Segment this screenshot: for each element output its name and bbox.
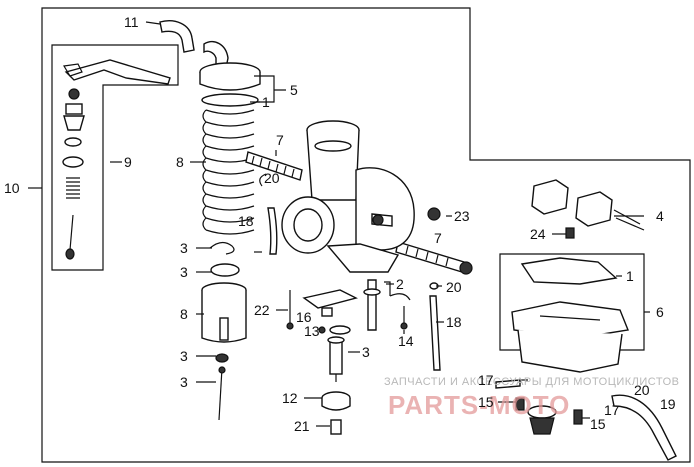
callout-13: 13 (304, 323, 320, 339)
callout-18-left: 18 (238, 213, 254, 229)
callout-17-lower: 17 (604, 402, 620, 418)
callout-9: 9 (124, 154, 132, 170)
part-12-jet-holder (321, 391, 351, 411)
group-9-bracket (51, 44, 179, 271)
callout-3-needle-clip: 3 (180, 348, 188, 364)
callout-1-gasket: 1 (626, 268, 634, 284)
part-1-gasket (520, 257, 618, 285)
part-14-screw (400, 306, 408, 330)
callout-21: 21 (294, 418, 310, 434)
callout-15-left: 15 (478, 394, 494, 410)
callout-4: 4 (656, 208, 664, 224)
callout-12: 12 (282, 390, 298, 406)
callout-20-lower: 20 (446, 279, 462, 295)
part-20-washer-upper (259, 173, 267, 187)
part-21-main-jet (330, 419, 342, 435)
callout-3-needle: 3 (180, 374, 188, 390)
callout-20-upper: 20 (264, 170, 280, 186)
part-19-drain-hose (611, 394, 677, 461)
part-17-drain-screw (495, 379, 521, 389)
part-4-caps (531, 179, 645, 231)
callout-2: 2 (396, 276, 404, 292)
part-24-plug (565, 227, 575, 239)
part-22-float-pin (286, 290, 294, 330)
part-6-float-bowl (511, 301, 629, 373)
callout-7-upper: 7 (276, 132, 284, 148)
callout-5: 5 (290, 82, 298, 98)
callout-23: 23 (454, 208, 470, 224)
callout-10: 10 (4, 180, 20, 196)
callout-18-right: 18 (446, 314, 462, 330)
callout-7-lower: 7 (434, 230, 442, 246)
callout-22: 22 (254, 302, 270, 318)
part-15-screw-right (573, 409, 583, 425)
callout-14: 14 (398, 333, 414, 349)
callout-11: 11 (124, 14, 139, 30)
callout-19: 19 (660, 396, 676, 412)
part-9-throttle-lever (62, 59, 171, 260)
part-13-washer (318, 325, 351, 335)
callout-17-upper: 17 (478, 372, 494, 388)
callout-8-spring: 8 (176, 154, 184, 170)
part-18-hose-right (429, 295, 441, 371)
part-23-screw (427, 207, 441, 221)
watermark-big-text: PARTS-MOTO (388, 390, 570, 420)
part-5-cap-elbow (199, 40, 261, 107)
part-8-throttle-slide (201, 282, 247, 343)
callout-3-jet: 3 (362, 344, 370, 360)
callout-3-clip: 3 (180, 240, 188, 256)
watermark-small-text: ЗАПЧАСТИ И АКСЕССУАРЫ ДЛЯ МОТОЦИКЛИСТОВ (384, 376, 680, 388)
frame-outline (41, 7, 691, 463)
callout-1-top: 1 (262, 94, 270, 110)
callout-15-right: 15 (590, 416, 606, 432)
part-15-screw-left (515, 397, 525, 411)
part-8-throttle-spring (202, 109, 255, 235)
part-16-float-arm (302, 289, 358, 317)
callout-8-slide: 8 (180, 306, 188, 322)
part-11-hose (159, 20, 195, 53)
group-6-bracket (499, 253, 645, 351)
callout-3-washer: 3 (180, 264, 188, 280)
part-2-needle-valve (363, 279, 391, 331)
callout-20-right: 20 (634, 382, 650, 398)
part-3-clip-upper (209, 241, 240, 277)
part-7-throttle-stop-screw (245, 151, 303, 181)
part-3-main-jet-assembly (327, 336, 345, 382)
part-3-jet-needle (215, 353, 229, 421)
part-18-hose-left (267, 207, 278, 255)
part-drain-plug (527, 405, 557, 435)
callout-16: 16 (296, 309, 312, 325)
callout-6: 6 (656, 304, 664, 320)
leader-lines (110, 21, 650, 427)
carburetor-body (281, 120, 415, 273)
part-7-pilot-screw (395, 241, 473, 275)
callout-24: 24 (530, 226, 546, 242)
